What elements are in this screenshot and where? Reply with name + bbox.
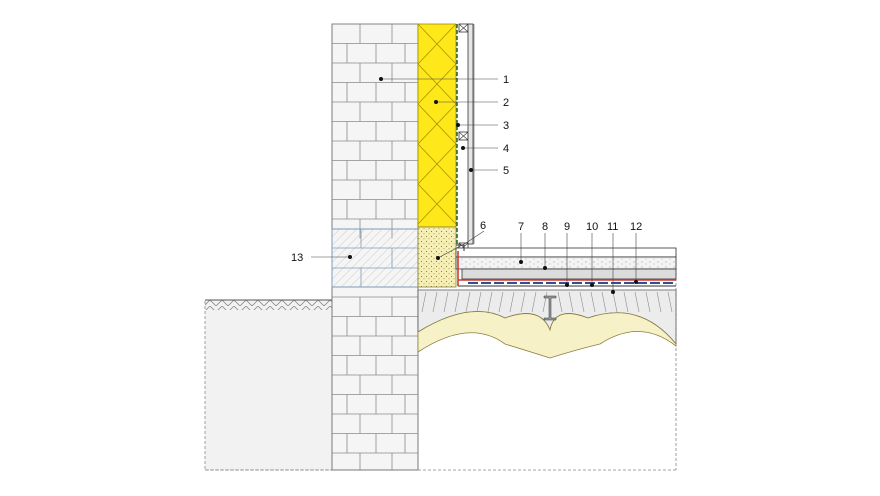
timber-battens: [458, 23, 469, 252]
interior-lining-board: [467, 23, 475, 245]
vault-brick-joint: [579, 291, 585, 313]
vault-brick-joint: [542, 291, 548, 313]
callout-labels: 1 2 3 4 5 6 7 8 9 10 11 12 13: [291, 74, 642, 264]
vault-brick-joint: [645, 291, 651, 313]
callout-label-4: 4: [503, 143, 509, 155]
vault-brick-joint: [590, 291, 596, 313]
vault-brick-joint: [520, 291, 526, 313]
vault-brick-joint: [509, 291, 515, 313]
vault-brick-joint: [476, 291, 482, 313]
callout-label-2: 2: [503, 97, 509, 109]
ground-soil: [204, 299, 333, 471]
brick-vaulted-ceiling: [417, 289, 677, 359]
callout-label-11: 11: [607, 221, 618, 233]
callout-label-8: 8: [542, 221, 548, 233]
vault-brick-joint: [557, 291, 563, 313]
callout-leaders: [311, 77, 638, 294]
vault-brick-joint: [601, 291, 607, 313]
callout-label-7: 7: [518, 221, 524, 233]
mineral-wool-insulation: [417, 23, 457, 228]
callout-label-9: 9: [564, 221, 570, 233]
callout-label-5: 5: [503, 165, 509, 177]
vault-brick-joint: [667, 291, 673, 313]
vault-brick-joint: [454, 291, 460, 313]
callout-label-13: 13: [291, 252, 303, 264]
vault-brick-joint: [421, 291, 427, 313]
vault-brick-joint: [656, 291, 662, 313]
vault-brick-joint: [443, 291, 449, 313]
callout-label-6: 6: [480, 220, 486, 232]
vault-brick-joint: [487, 291, 493, 313]
vault-brick-joint: [465, 291, 471, 313]
callout-label-1: 1: [503, 74, 509, 86]
floor-build-up: [455, 244, 677, 287]
vault-brick-joint: [432, 291, 438, 313]
damp-proof-brick-course: [331, 228, 419, 288]
vault-brick-joint: [531, 291, 537, 313]
vault-brick-joint: [498, 291, 504, 313]
vault-brick-joint: [568, 291, 574, 313]
callout-label-12: 12: [630, 221, 642, 233]
vault-brick-joint: [634, 291, 640, 313]
callout-label-10: 10: [586, 221, 598, 233]
vault-brick-joint: [612, 291, 618, 313]
callout-label-3: 3: [503, 120, 509, 132]
vault-brick-joint: [623, 291, 629, 313]
